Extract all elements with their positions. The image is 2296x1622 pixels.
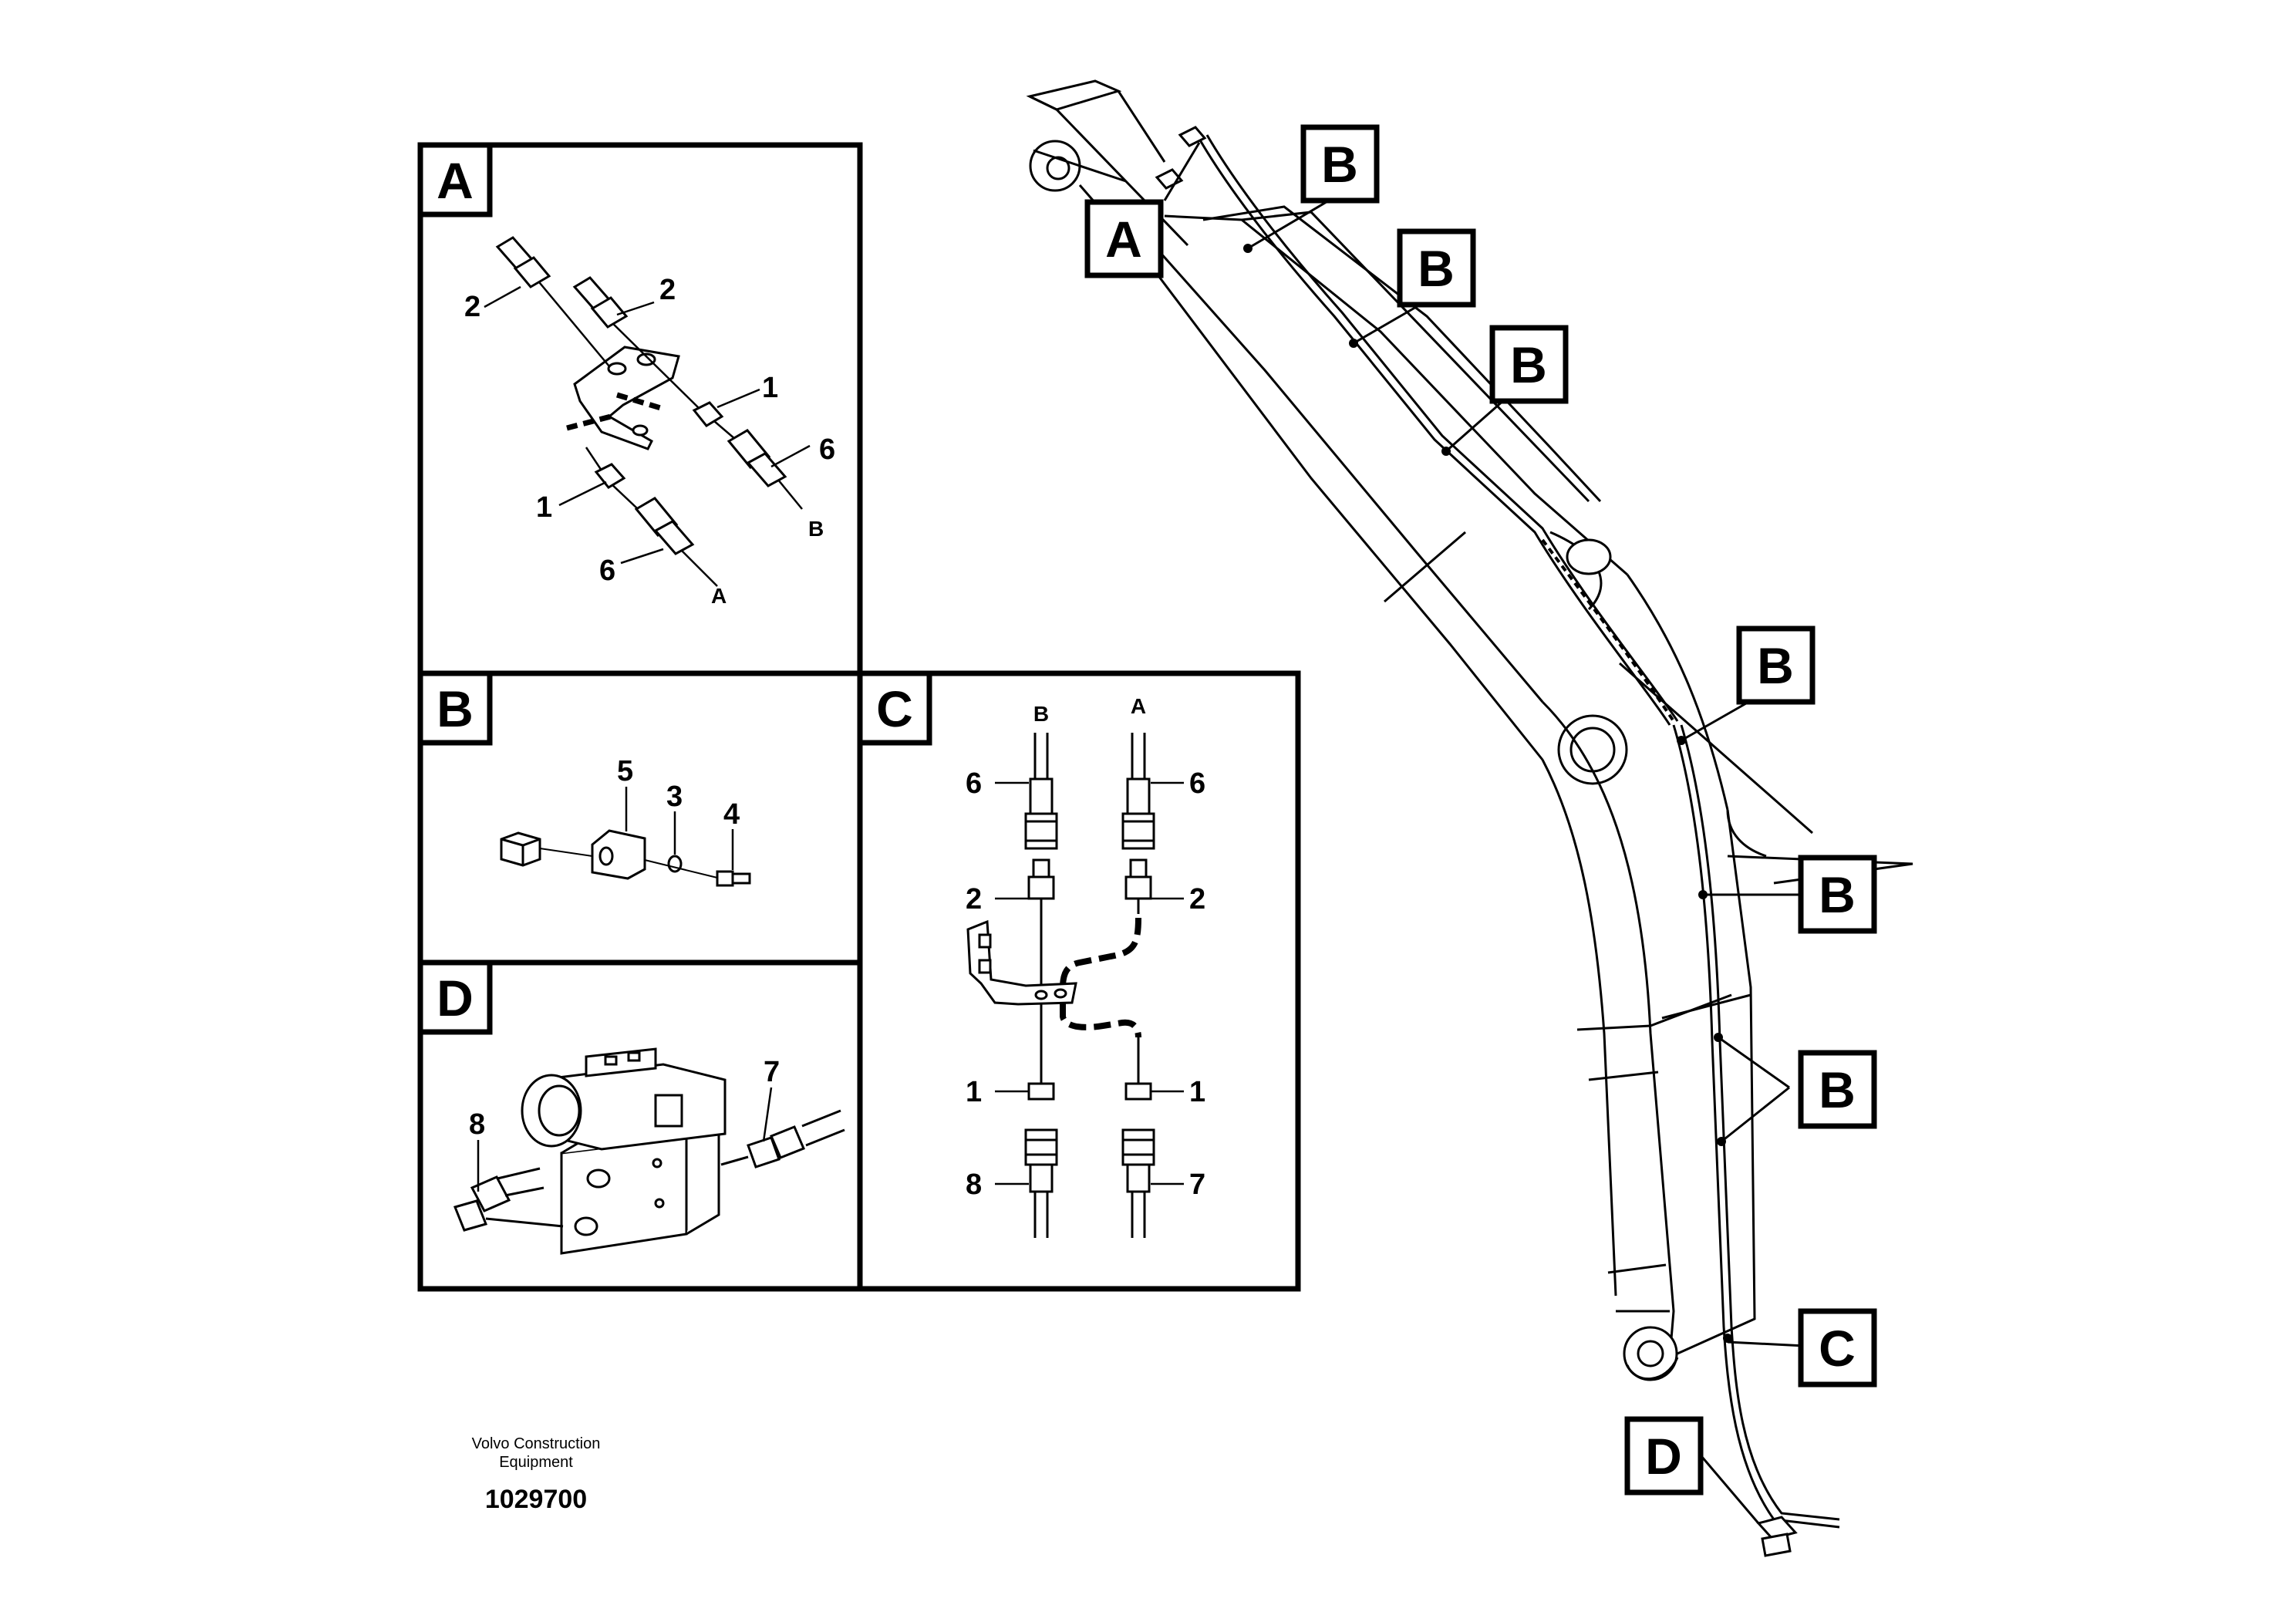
callout-8-c: 8: [966, 1168, 982, 1201]
boom-label-b2-text: B: [1418, 240, 1455, 297]
bolt-axis-b: [539, 848, 718, 878]
leader-lines-d: [477, 1087, 773, 1192]
hose-fitting-6-right-c: [1121, 777, 1155, 850]
hose-end-label-b-a: B: [808, 517, 824, 541]
panel-c-letter: C: [876, 680, 913, 737]
hose-fitting-6-left-c: [1024, 777, 1058, 850]
dashed-tubes-c: [1060, 917, 1141, 1038]
boom-label-b5-text: B: [1819, 866, 1856, 923]
detail-panel-b: B 5 3 4: [417, 670, 863, 966]
callout-5-b: 5: [617, 755, 633, 787]
bottom-valve-d: [1756, 1516, 1798, 1557]
clamp-markers-boom: [1243, 244, 1732, 1343]
hose-fitting-7-d: [747, 1125, 805, 1168]
nut-1-right-a: [692, 401, 724, 427]
callout-1-a-right: 1: [762, 372, 778, 404]
callout-3-b: 3: [666, 781, 683, 813]
boom-label-b4-text: B: [1757, 637, 1794, 694]
adapter-2-left-c: [1027, 858, 1055, 900]
callout-2-c-left: 2: [966, 883, 982, 916]
detail-panel-c: C: [857, 670, 1301, 1292]
panel-d-letter: D: [437, 969, 474, 1027]
callout-2-a-left: 2: [464, 291, 480, 323]
callout-6-a-left: 6: [599, 555, 615, 587]
callout-1-a-left: 1: [536, 491, 552, 524]
callout-2-c-right: 2: [1189, 883, 1205, 916]
callout-8-d: 8: [469, 1108, 485, 1141]
boom-label-b-5: B: [1798, 855, 1877, 934]
hose-end-label-a-c: A: [1131, 694, 1146, 718]
hose-fitting-6-right-a: [727, 429, 787, 487]
boom-label-c: C: [1798, 1308, 1877, 1388]
hose-fitting-7-c: [1121, 1128, 1155, 1193]
hose-fitting-6-left-a: [634, 497, 695, 555]
callout-7-c: 7: [1189, 1168, 1205, 1201]
adapter-2-right-c: [1124, 858, 1152, 900]
hose-end-label-b-c: B: [1033, 702, 1049, 726]
panel-b-letter: B: [437, 680, 474, 737]
boom-label-a: A: [1084, 199, 1164, 278]
panel-a-letter: A: [437, 152, 474, 209]
callout-2-a-right: 2: [659, 274, 676, 306]
hoses-d: [485, 1109, 845, 1228]
fitting-2-lower-a: [572, 276, 629, 329]
company-name-line1: Volvo Construction: [472, 1435, 601, 1452]
footer: Volvo Construction Equipment 1029700: [472, 1435, 601, 1514]
detail-panel-a: A: [417, 142, 863, 676]
boom-label-b-2: B: [1397, 228, 1476, 308]
callout-7-d: 7: [764, 1056, 780, 1088]
callout-1-c-right: 1: [1189, 1076, 1205, 1108]
boom-label-b-6: B: [1798, 1050, 1877, 1129]
callout-1-c-left: 1: [966, 1076, 982, 1108]
boom-label-b-3: B: [1489, 325, 1569, 404]
boom-label-b-4: B: [1736, 626, 1816, 705]
boom-label-d-text: D: [1645, 1428, 1682, 1485]
boom-label-c-text: C: [1819, 1320, 1856, 1377]
nut-1-right-c: [1124, 1082, 1152, 1101]
hose-fitting-8-d: [453, 1175, 511, 1232]
dashed-pipe-a: [566, 392, 665, 431]
nut-1-left-c: [1027, 1082, 1055, 1101]
company-name-line2: Equipment: [499, 1454, 573, 1471]
bracket-c: [966, 919, 1077, 1006]
leader-lines-a: [484, 285, 811, 565]
boom-label-b-1: B: [1300, 124, 1380, 204]
callout-4-b: 4: [723, 798, 740, 831]
boom-label-b1-text: B: [1321, 136, 1358, 193]
hose-end-label-a-a: A: [711, 584, 727, 608]
boom-leader-lines: [1163, 142, 1805, 1524]
top-connection-fittings: [1155, 126, 1207, 190]
boom-label-b3-text: B: [1510, 336, 1547, 393]
callout-6-a-right: 6: [819, 433, 835, 466]
callout-6-c-left: 6: [966, 767, 982, 800]
boom-label-d: D: [1624, 1416, 1704, 1496]
hose-fitting-8-c: [1024, 1128, 1058, 1193]
boom-label-a-text: A: [1105, 211, 1142, 268]
detail-panel-d: D: [417, 959, 863, 1292]
solenoid-valve-d: [521, 1047, 727, 1255]
fitting-2-upper-a: [495, 236, 551, 288]
boom-label-b6-text: B: [1819, 1061, 1856, 1118]
leader-lines-c: [995, 781, 1184, 1185]
callout-6-c-right: 6: [1189, 767, 1205, 800]
drawing-number: 1029700: [485, 1485, 587, 1514]
leader-lines-b: [625, 787, 734, 870]
hose-dashed-section: [1541, 538, 1675, 723]
clamp-assembly-b: [500, 829, 751, 887]
